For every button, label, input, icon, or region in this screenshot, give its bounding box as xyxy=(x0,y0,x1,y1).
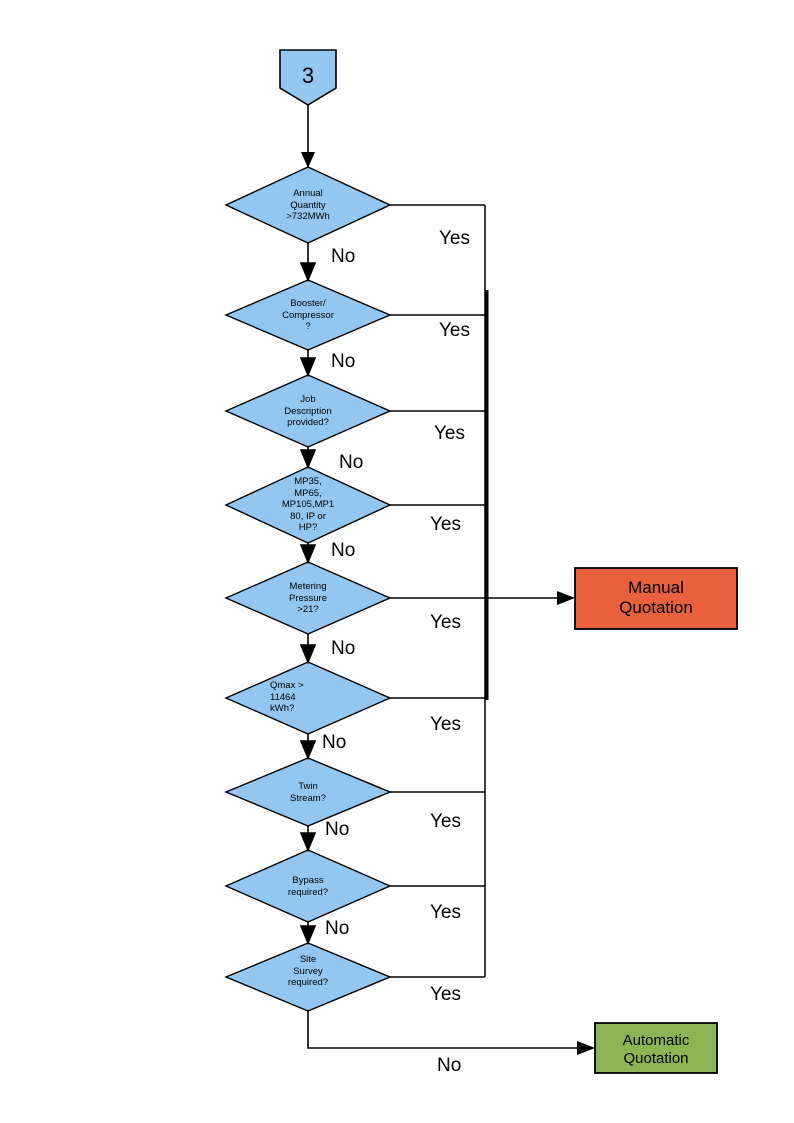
edge-label-yes-job-description: Yes xyxy=(434,423,465,444)
decision-bypass[interactable] xyxy=(224,849,392,923)
edge-label-yes-qmax: Yes xyxy=(430,714,461,735)
outcome-manual-quotation[interactable] xyxy=(574,567,738,630)
edge-label-no-twin-stream: No xyxy=(325,819,350,840)
edge-label-yes-annual-quantity: Yes xyxy=(439,228,470,249)
decision-pressure-tier[interactable] xyxy=(224,466,392,544)
edge-label-no-metering-pressure: No xyxy=(331,638,356,659)
edge-to-automatic-quotation xyxy=(307,1011,583,1049)
edge-label-yes-booster-compressor: Yes xyxy=(439,320,470,341)
arrowhead xyxy=(301,152,315,168)
outcome-automatic-quotation[interactable] xyxy=(594,1022,718,1074)
arrowhead-manual xyxy=(557,591,575,605)
edge-label-no-booster-compressor: No xyxy=(331,351,356,372)
decision-job-description[interactable] xyxy=(224,374,392,448)
edge-label-no-annual-quantity: No xyxy=(331,246,356,267)
offpage-connector-3[interactable] xyxy=(279,49,337,106)
edge-label-no-site-survey: No xyxy=(437,1055,462,1076)
arrowhead-automatic xyxy=(577,1041,595,1055)
decision-qmax[interactable] xyxy=(224,661,392,735)
edge-no-chain xyxy=(299,243,317,946)
edge-label-no-pressure-tier: No xyxy=(331,540,356,561)
decision-annual-quantity[interactable] xyxy=(224,166,392,244)
decision-booster-compressor[interactable] xyxy=(224,279,392,351)
decision-metering-pressure[interactable] xyxy=(224,561,392,635)
edge-label-no-bypass: No xyxy=(325,918,350,939)
edge-label-yes-bypass: Yes xyxy=(430,902,461,923)
edge-label-yes-site-survey: Yes xyxy=(430,984,461,1005)
edge-label-yes-pressure-tier: Yes xyxy=(430,514,461,535)
decision-site-survey[interactable] xyxy=(224,942,392,1012)
edge-label-no-job-description: No xyxy=(339,452,364,473)
edge-label-yes-metering-pressure: Yes xyxy=(430,612,461,633)
edge-label-no-qmax: No xyxy=(322,732,347,753)
decision-twin-stream[interactable] xyxy=(224,757,392,827)
edge-yes-branches xyxy=(390,204,485,978)
edge-label-yes-twin-stream: Yes xyxy=(430,811,461,832)
